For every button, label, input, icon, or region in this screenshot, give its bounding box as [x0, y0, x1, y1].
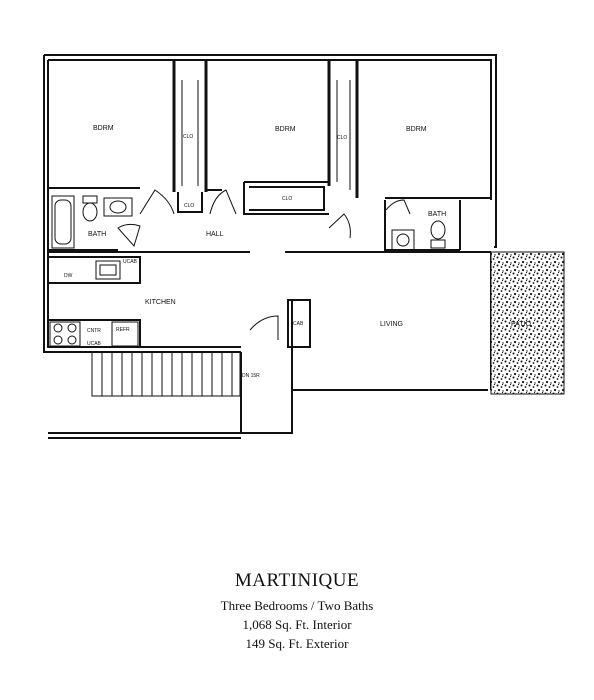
- room-label-patio: PATIO: [511, 321, 532, 328]
- patio-area: [490, 251, 565, 395]
- room-label-closet-2: CLO: [184, 203, 194, 209]
- fixture-label-refrigerator: REFR: [116, 327, 130, 333]
- exterior-area: 149 Sq. Ft. Exterior: [245, 636, 349, 651]
- fixture-labels: DW UCAB CNTR REFR UCAB CAB DN 15R: [64, 259, 304, 379]
- fixture-label-lower-cab: UCAB: [87, 341, 102, 347]
- room-label-closet-4: CLO: [337, 135, 347, 141]
- fixtures: [49, 195, 446, 347]
- room-label-living: LIVING: [380, 321, 403, 328]
- doors: [117, 189, 411, 340]
- fixture-label-counter: CNTR: [87, 328, 101, 334]
- interior-area: 1,068 Sq. Ft. Interior: [242, 617, 352, 632]
- room-label-bedroom-3: BDRM: [406, 126, 427, 133]
- room-label-bedroom-1: BDRM: [93, 125, 114, 132]
- room-label-kitchen: KITCHEN: [145, 299, 176, 306]
- room-label-closet-3: CLO: [282, 196, 292, 202]
- room-label-hall: HALL: [206, 231, 224, 238]
- stairs: [91, 351, 241, 397]
- fixture-label-upper-cab: UCAB: [123, 259, 138, 265]
- room-label-bath-2: BATH: [428, 211, 446, 218]
- room-label-closet-1: CLO: [183, 134, 193, 140]
- room-labels: BDRM BDRM BDRM CLO CLO CLO CLO BATH BATH…: [88, 125, 532, 328]
- room-label-bath-1: BATH: [88, 231, 106, 238]
- plan-title: MARTINIQUE: [234, 570, 360, 591]
- fixture-label-cabinet: CAB: [293, 321, 304, 327]
- stair-down-label: DN 15R: [242, 373, 260, 379]
- fixture-label-dishwasher: DW: [64, 273, 73, 279]
- floor-plan: BDRM BDRM BDRM CLO CLO CLO CLO BATH BATH…: [43, 54, 565, 439]
- plan-description: Three Bedrooms / Two Baths: [220, 598, 374, 613]
- closet-rods: [181, 80, 351, 190]
- room-label-bedroom-2: BDRM: [275, 126, 296, 133]
